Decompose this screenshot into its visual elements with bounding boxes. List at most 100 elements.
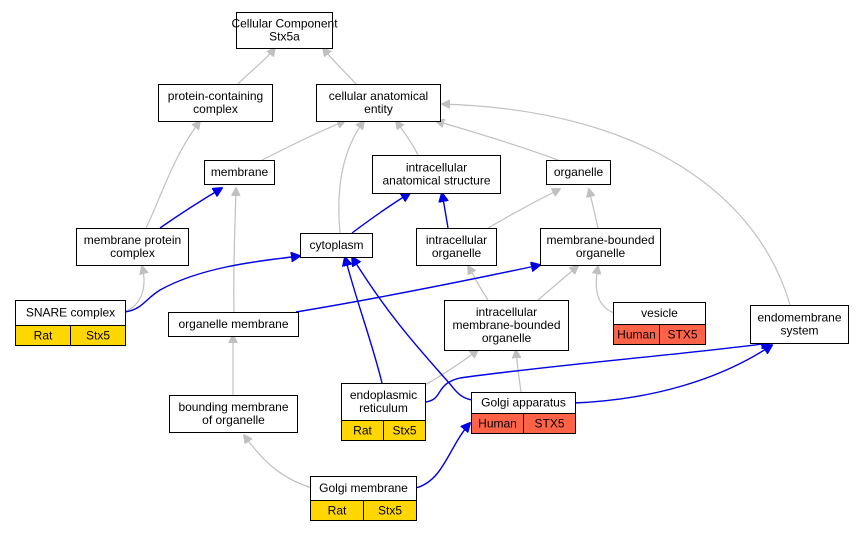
node-membrane[interactable]: membrane — [204, 160, 275, 185]
node-box — [416, 228, 497, 266]
node-box — [300, 233, 373, 258]
node-box — [169, 395, 298, 433]
node-box — [546, 160, 611, 185]
node-label: bounding membrane — [178, 400, 288, 414]
edge-imbo-to-membrane-bounded-organelle — [537, 266, 578, 301]
gene-tag: Stx5 — [383, 420, 426, 441]
node-box — [168, 312, 299, 337]
node-label: membrane protein — [84, 233, 181, 247]
node-box — [540, 228, 661, 266]
node-box — [204, 160, 275, 185]
svg-text:Stx5: Stx5 — [392, 424, 416, 438]
species-tag: Rat — [341, 420, 384, 441]
node-label: complex — [110, 246, 155, 260]
edge-membrane-protein-complex-to-protein-complex — [145, 121, 200, 229]
edge-intracellular-organelle-to-intracellular-anatomical-structure — [442, 193, 449, 229]
edge-membrane-bounded-organelle-to-organelle — [589, 189, 599, 229]
node-organelle-membrane[interactable]: organelle membrane — [168, 312, 299, 337]
svg-text:Human: Human — [478, 417, 517, 431]
svg-text:Rat: Rat — [353, 424, 372, 438]
edge-golgi-apparatus-to-cytoplasm — [352, 257, 473, 401]
node-label: of organelle — [202, 413, 265, 427]
edge-snare-complex-to-membrane-protein-complex — [123, 266, 144, 313]
edge-intracellular-organelle-to-organelle — [487, 189, 560, 229]
node-label: organelle — [576, 246, 626, 260]
node-box — [158, 84, 273, 122]
node-label: organelle — [554, 165, 604, 179]
node-box — [372, 155, 501, 194]
node-label: cytoplasm — [309, 238, 363, 252]
edge-er-to-imbo — [424, 350, 478, 386]
node-box — [15, 300, 126, 326]
edge-imbo-to-intracellular-organelle — [468, 266, 489, 301]
edge-er-to-cytoplasm — [345, 257, 383, 384]
node-cytoplasm[interactable]: cytoplasm — [300, 233, 373, 258]
node-label: system — [780, 324, 818, 338]
node-label: protein-containing — [168, 89, 263, 103]
edges — [123, 48, 791, 489]
edge-organelle-membrane-to-membrane-bounded-organelle — [295, 265, 540, 313]
node-label: Cellular Component — [231, 17, 338, 31]
gene-tag: Stx5 — [70, 325, 126, 346]
gene-tag: STX5 — [523, 413, 576, 434]
edge-golgi-apparatus-to-endomembrane-system — [573, 345, 772, 404]
node-label: cellular anatomical — [329, 89, 428, 103]
edge-cytoplasm-to-cellular-anatomical-entity — [338, 121, 364, 234]
species-tag: Human — [613, 324, 660, 345]
svg-text:Stx5: Stx5 — [378, 504, 402, 518]
gene-tag: Stx5 — [363, 500, 417, 521]
edge-protein-complex-to-root — [237, 48, 275, 85]
node-box — [444, 300, 569, 351]
node-label: Stx5a — [269, 30, 300, 44]
gene-tag: STX5 — [659, 324, 706, 345]
edge-cytoplasm-to-intracellular-anatomical-structure — [351, 193, 410, 234]
svg-text:STX5: STX5 — [667, 328, 697, 342]
edge-snare-complex-to-cytoplasm — [123, 256, 300, 313]
edge-membrane-protein-complex-to-membrane — [159, 188, 222, 229]
edge-golgi-membrane-to-bounding-membrane — [244, 435, 313, 489]
edge-organelle-to-cellular-anatomical-entity — [436, 121, 559, 161]
node-label: endoplasmic — [350, 388, 417, 402]
node-box — [750, 305, 849, 344]
node-label: organelle — [432, 246, 482, 260]
node-box — [76, 228, 189, 266]
node-label: endomembrane — [757, 311, 841, 325]
svg-text:Stx5: Stx5 — [86, 329, 110, 343]
edge-organelle-membrane-to-membrane — [234, 188, 236, 313]
node-label: membrane — [211, 165, 269, 179]
edge-er-to-endomembrane-system — [424, 343, 770, 403]
svg-text:Human: Human — [617, 328, 656, 342]
node-label: Golgi membrane — [319, 481, 408, 495]
node-label: vesicle — [641, 306, 678, 320]
node-label: SNARE complex — [26, 306, 115, 320]
edge-membrane-to-cellular-anatomical-entity — [261, 121, 345, 161]
species-tag: Human — [471, 413, 524, 434]
node-organelle[interactable]: organelle — [546, 160, 611, 185]
node-label: anatomical structure — [382, 174, 490, 188]
node-label: entity — [364, 102, 393, 116]
node-box — [236, 12, 333, 49]
node-label: intracellular — [476, 305, 537, 319]
edge-golgi-membrane-to-golgi-apparatus — [415, 423, 470, 489]
node-label: organelle — [482, 331, 532, 345]
svg-text:Rat: Rat — [34, 329, 53, 343]
svg-text:STX5: STX5 — [534, 417, 564, 431]
edge-endomembrane-system-to-cellular-anatomical-entity — [442, 104, 791, 306]
